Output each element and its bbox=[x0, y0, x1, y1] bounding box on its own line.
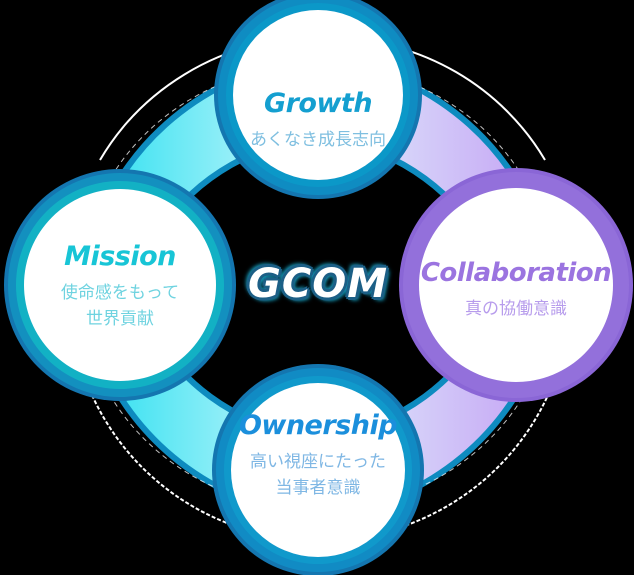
node-growth-title: Growth bbox=[263, 87, 373, 119]
node-ownership-subtitle: 高い視座にたった 当事者意識 bbox=[250, 449, 386, 501]
node-mission: Mission 使命感をもって 世界貢献 bbox=[25, 226, 215, 346]
node-ownership-subtitle-line: 当事者意識 bbox=[275, 477, 361, 498]
circle-mission bbox=[4, 169, 236, 401]
node-mission-subtitle-line: 世界貢献 bbox=[86, 308, 154, 329]
center-label: GCOM bbox=[248, 261, 388, 307]
node-mission-subtitle-line: 使命感をもって bbox=[60, 282, 180, 303]
circle-ownership bbox=[212, 364, 424, 575]
node-collaboration-subtitle-line: 真の協働意識 bbox=[465, 299, 567, 319]
node-collaboration: Collaboration 真の協働意識 bbox=[420, 245, 612, 335]
node-growth: Growth あくなき成長志向 bbox=[233, 70, 403, 170]
circle-growth bbox=[214, 0, 422, 199]
node-mission-subtitle: 使命感をもって 世界貢献 bbox=[61, 280, 179, 332]
circle-collaboration bbox=[399, 168, 633, 402]
node-growth-subtitle: あくなき成長志向 bbox=[250, 127, 386, 153]
node-collaboration-subtitle: 真の協働意識 bbox=[465, 296, 567, 322]
node-ownership-title: Ownership bbox=[238, 409, 398, 441]
node-ownership-subtitle-line: 高い視座にたった bbox=[250, 451, 386, 472]
node-mission-title: Mission bbox=[64, 240, 176, 272]
node-growth-subtitle-line: あくなき成長志向 bbox=[250, 129, 386, 150]
node-ownership: Ownership 高い視座にたった 当事者意識 bbox=[228, 400, 408, 510]
node-collaboration-title: Collaboration bbox=[420, 258, 612, 288]
center-logo-gcom: GCOM bbox=[238, 254, 398, 314]
